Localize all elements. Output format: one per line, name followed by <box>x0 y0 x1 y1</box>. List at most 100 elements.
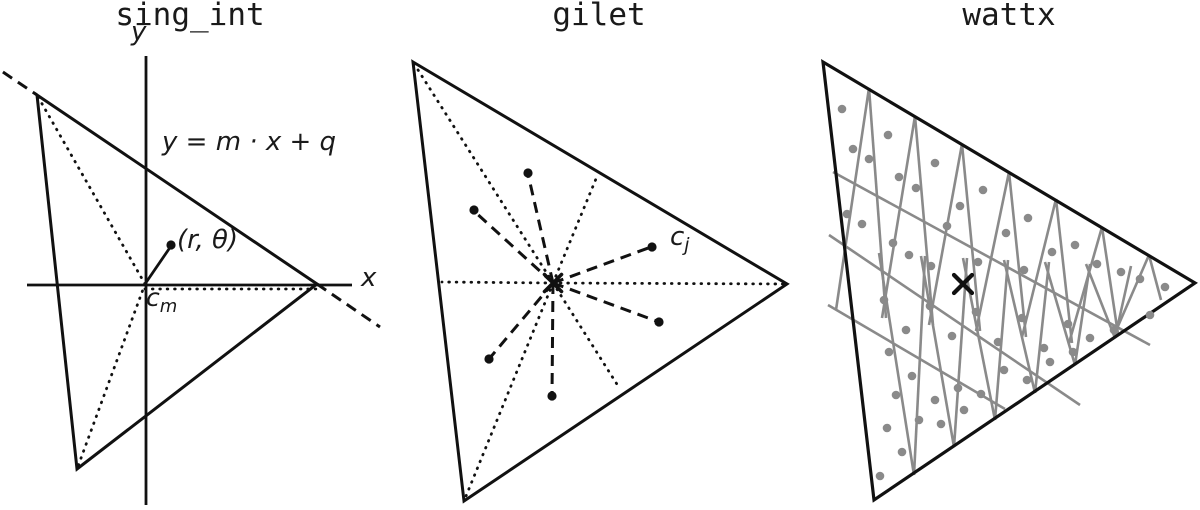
centroid-dots-50 <box>959 405 969 415</box>
centroid-dots-11 <box>842 209 852 219</box>
mesh-spike-up-2b <box>913 115 935 326</box>
dotted-ray-to-right-vertex <box>551 281 789 286</box>
mesh-spike-up-7b <box>1147 254 1163 301</box>
centroid-dots-48 <box>897 447 907 457</box>
centroid-dots-26 <box>879 295 889 305</box>
centroid-dots-13 <box>1001 228 1011 238</box>
centroid-dots-41 <box>953 383 963 393</box>
sample-dot-2 <box>469 205 479 215</box>
dashed-ray-4 <box>552 281 660 324</box>
centroid-dots-21 <box>1160 282 1170 292</box>
secant-dashed-lower <box>316 282 381 329</box>
mesh-spike-up-6b <box>1100 226 1120 335</box>
centroid-dots-14 <box>942 221 952 231</box>
centroid-dots-24 <box>1019 265 1029 275</box>
centroid-cm-label: cm <box>146 283 178 317</box>
mesh-long-line-2 <box>828 233 1081 407</box>
line-equation-label: y = m · x + q <box>162 127 337 157</box>
mesh-spike-up-2a <box>880 115 917 319</box>
centroid-dots-30 <box>947 331 957 341</box>
centroid-dots-51 <box>1022 375 1032 385</box>
x-axis-label: x <box>361 263 377 293</box>
centroid-dots-32 <box>993 337 1003 347</box>
median-dotted-to-bottom-vertex <box>75 282 147 471</box>
mesh-spike-up-5a <box>1020 198 1058 338</box>
mesh-spike-up-5b <box>1054 198 1074 344</box>
median-dotted-to-top-vertex <box>35 93 147 286</box>
centroid-dots-46 <box>914 415 924 425</box>
dotted-ray-to-top-vertex <box>411 60 555 285</box>
centroid-dots-2 <box>883 130 893 140</box>
centroid-dots-44 <box>1045 357 1055 367</box>
centroid-dots-45 <box>891 390 901 400</box>
centroid-dots-15 <box>1070 240 1080 250</box>
centroid-dots-40 <box>930 395 940 405</box>
dotted-ray-to-bottom-vertex <box>462 281 555 503</box>
mesh-spike-down-3a <box>961 257 997 421</box>
dashed-ray-5 <box>550 282 555 397</box>
centroid-dots-7 <box>978 185 988 195</box>
centroid-dots-33 <box>1063 319 1073 329</box>
mesh-spike-up-7a <box>1113 254 1151 334</box>
centroid-dots-18 <box>904 250 914 260</box>
centroid-dots-1 <box>837 104 847 114</box>
centroid-dots-37 <box>1145 310 1155 320</box>
sample-dot-5 <box>547 391 557 401</box>
sample-cj-label: cj <box>670 222 690 257</box>
centroid-dots-10 <box>1023 213 1033 223</box>
mesh-spike-down-4a <box>1002 259 1037 394</box>
sample-dot-cj <box>647 242 657 252</box>
triangle-outline <box>411 59 790 504</box>
centroid-dots-47 <box>882 423 892 433</box>
dashed-ray-cj <box>552 245 652 285</box>
centroid-dots-42 <box>999 365 1009 375</box>
centroid-dots-29 <box>971 307 981 317</box>
centroid-dots-20 <box>1092 259 1102 269</box>
sample-dot-6 <box>484 354 494 364</box>
centroid-dots-35 <box>1109 325 1119 335</box>
mesh-spike-up-1a <box>834 87 871 311</box>
mesh-spike-up-6a <box>1067 226 1104 344</box>
sample-dot-1 <box>523 168 533 178</box>
mesh-spike-up-3a <box>927 143 964 326</box>
centroid-dots-31 <box>1017 313 1027 323</box>
panel-title-sing-int: sing_int <box>115 0 265 33</box>
mesh-spike-down-6b <box>1113 265 1133 339</box>
polar-point-dot <box>166 240 176 250</box>
mesh-spike-down-5b <box>1073 263 1092 366</box>
secant-dashed-upper <box>0 68 38 97</box>
mesh-spike-down-5a <box>1043 261 1077 366</box>
mesh-spike-up-3b <box>960 143 982 332</box>
dotted-ray-to-mid-left-edge <box>440 280 555 285</box>
centroid-dots-36 <box>1085 333 1095 343</box>
centroid-dots-39 <box>907 371 917 381</box>
centroid-dots-19 <box>1116 267 1126 277</box>
centroid-dots-28 <box>901 325 911 335</box>
mesh-spike-down-1a <box>877 252 916 476</box>
centroid-dots-25 <box>926 261 936 271</box>
centroid-dots-8 <box>911 183 921 193</box>
polar-point-label: (r, θ) <box>177 225 239 255</box>
centroid-dots-4 <box>930 158 940 168</box>
panel-title-gilet: gilet <box>552 0 646 33</box>
mesh-spike-down-2a <box>919 255 956 448</box>
centroid-dots-5 <box>864 154 874 164</box>
polar-radius-segment <box>143 245 173 285</box>
mesh-spike-down-4b <box>1033 261 1051 394</box>
centroid-dots-3 <box>848 144 858 154</box>
centroid-dots-53 <box>875 471 885 481</box>
mesh-spike-up-4b <box>1007 171 1028 338</box>
triangle-outline <box>821 58 1198 503</box>
centroid-dots-52 <box>1068 347 1078 357</box>
centroid-dots-34 <box>1039 343 1049 353</box>
panel-sing-int <box>0 56 381 505</box>
centroid-x-marker <box>951 272 975 296</box>
centroid-dots-49 <box>936 419 946 429</box>
dotted-ray-to-mid-bottom-edge <box>551 281 622 391</box>
mesh-spike-down-2b <box>952 257 969 448</box>
dashed-ray-1 <box>526 173 555 284</box>
panel-gilet <box>411 59 790 504</box>
centroid-dots-22 <box>1135 274 1145 284</box>
